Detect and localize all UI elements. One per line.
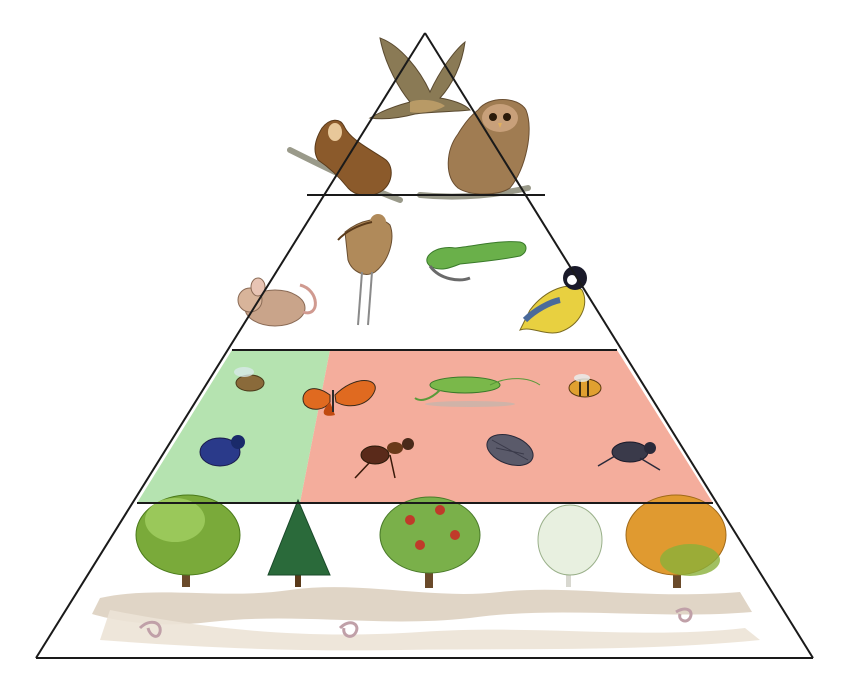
level-primary-consumers-green xyxy=(137,350,330,503)
level-primary-consumers-salmon xyxy=(300,350,713,503)
